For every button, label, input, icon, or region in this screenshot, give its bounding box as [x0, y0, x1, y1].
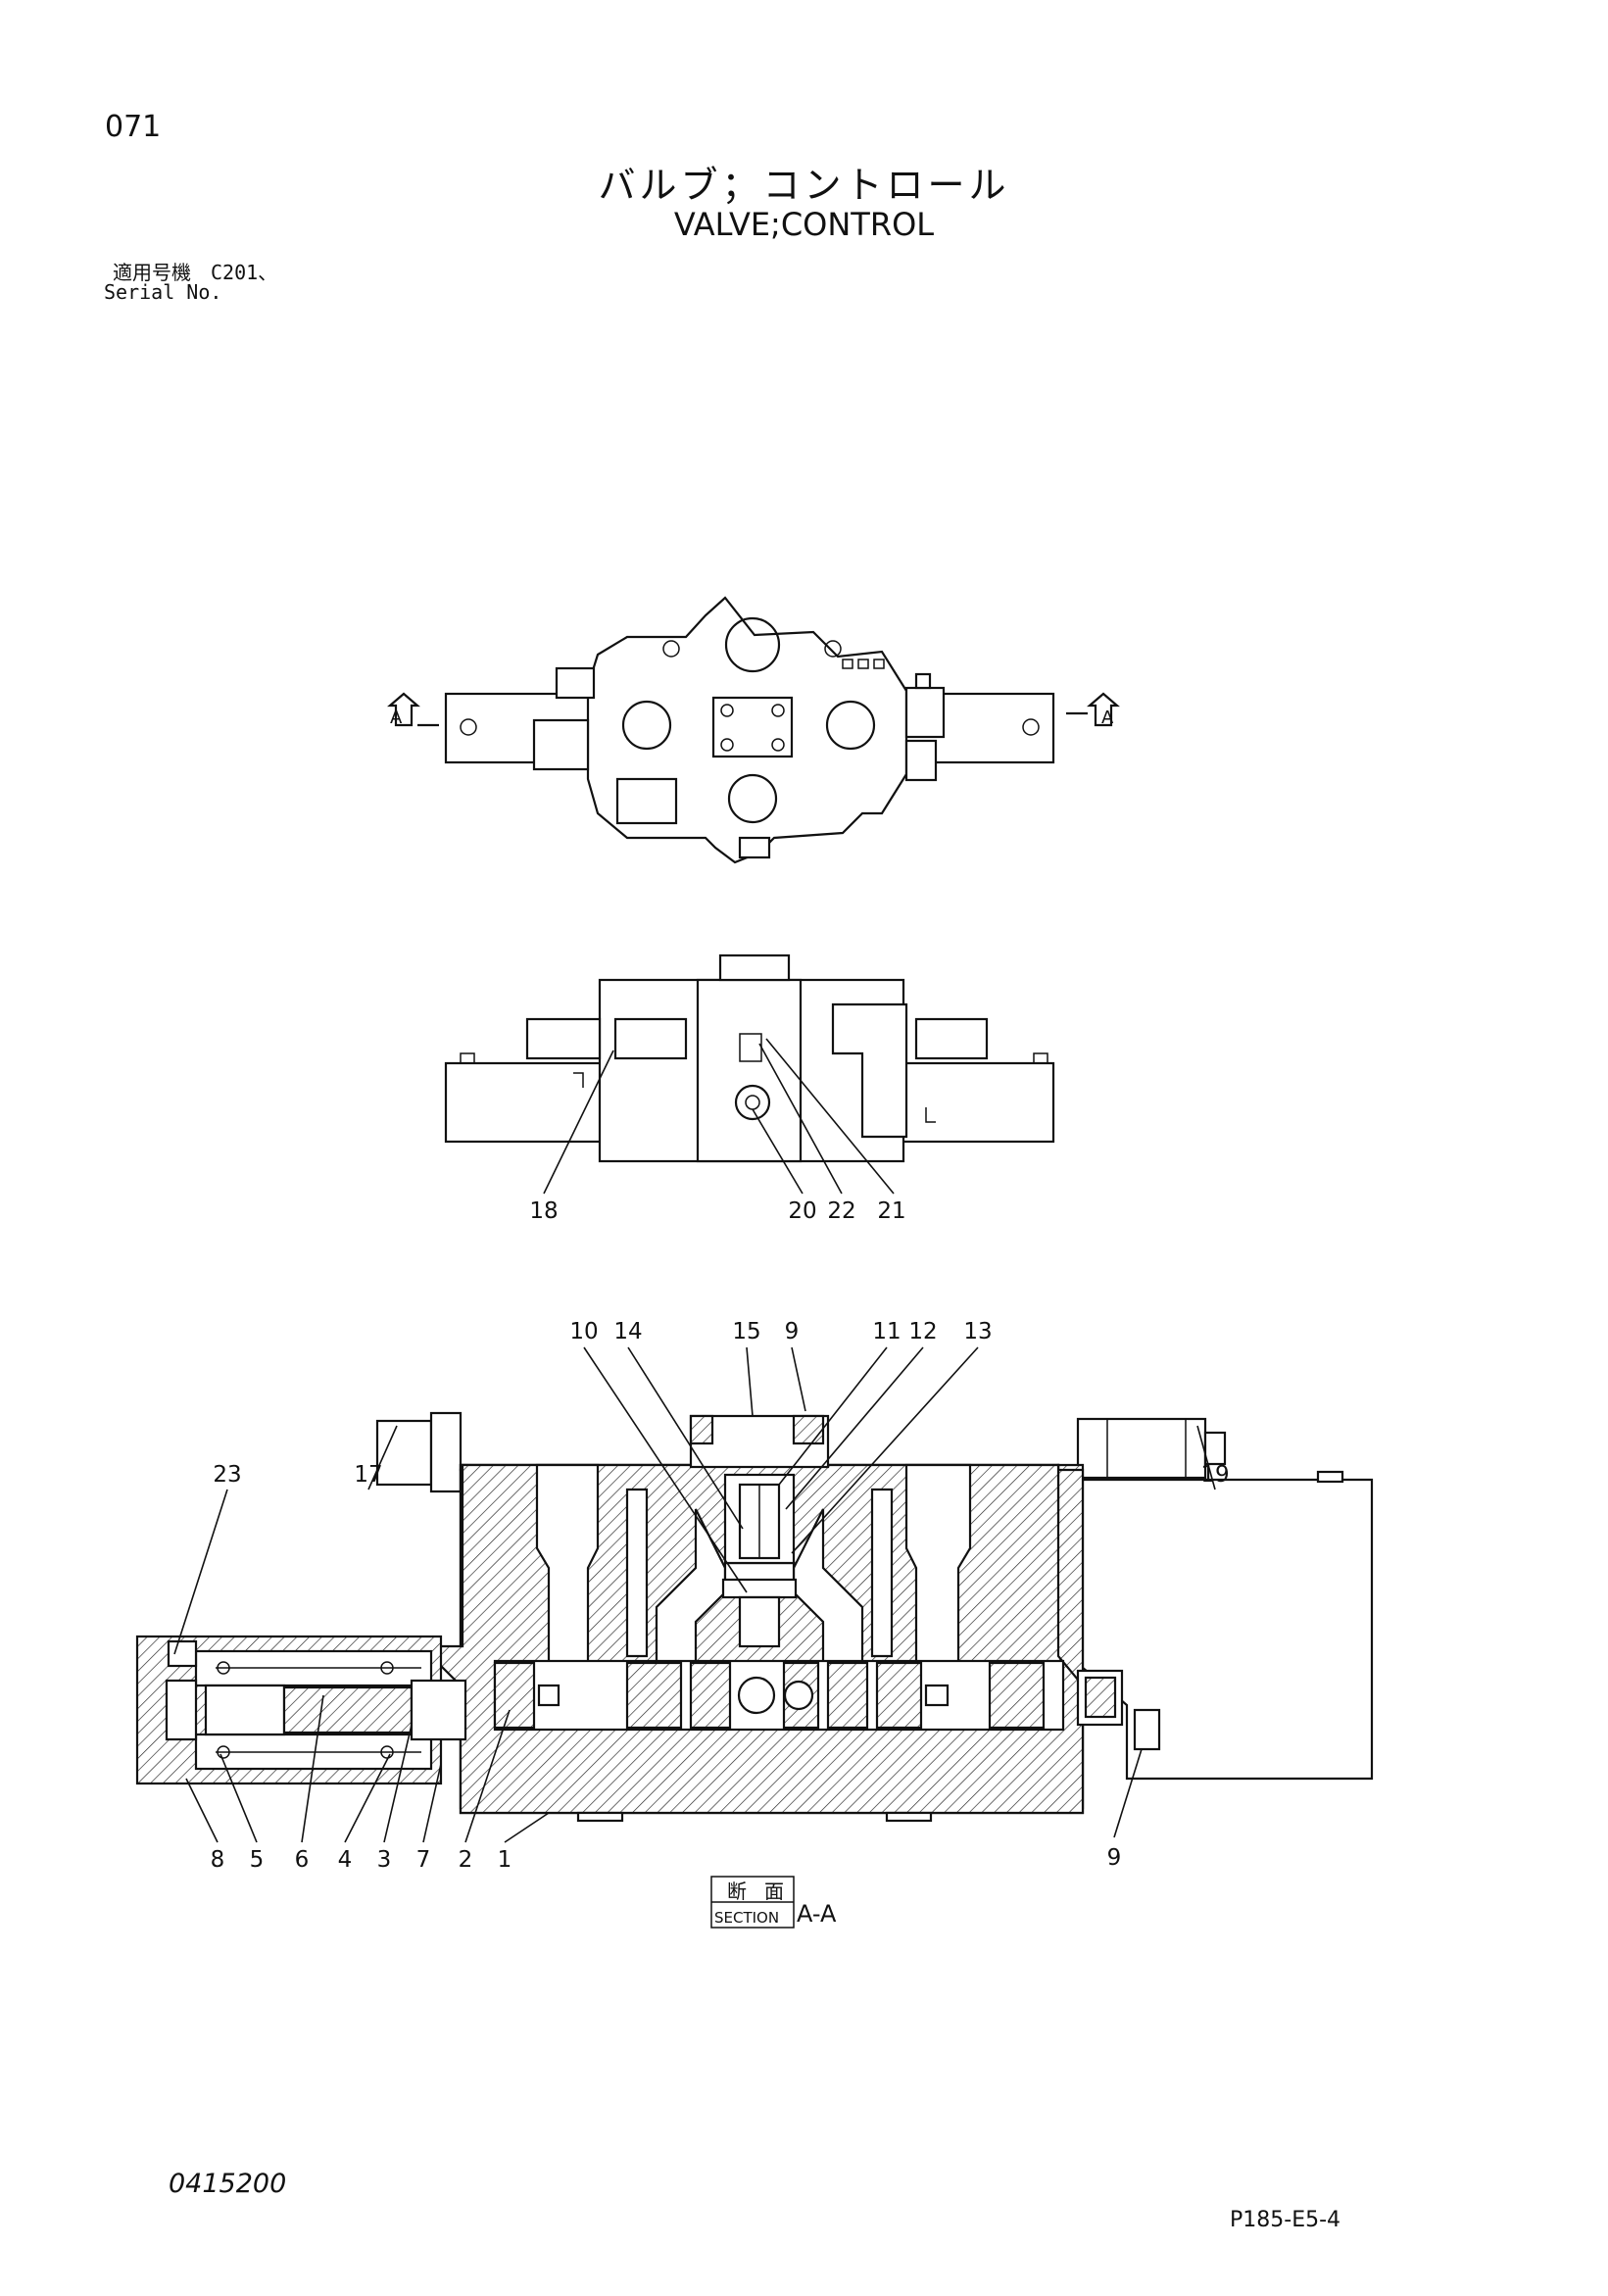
callout-4: 4 — [338, 1847, 353, 1873]
page-code: P185-E5-4 — [1230, 2208, 1341, 2232]
document-code: 0415200 — [169, 2169, 287, 2199]
callout-8: 8 — [211, 1847, 225, 1873]
callout-5: 5 — [250, 1847, 265, 1873]
section-label: 断 面 SECTION A-A — [710, 1876, 837, 1929]
callout-3: 3 — [377, 1847, 392, 1873]
callout-2: 2 — [459, 1847, 473, 1873]
svg-text:面: 面 — [764, 1880, 784, 1903]
callout-15: 15 — [732, 1319, 760, 1344]
callout-23: 23 — [213, 1462, 241, 1488]
callout-10: 10 — [569, 1319, 598, 1344]
callout-14: 14 — [613, 1319, 642, 1344]
view-marker-right: A — [1066, 692, 1120, 728]
top-view: A A — [387, 596, 1120, 864]
callout-6: 6 — [295, 1847, 310, 1873]
view-marker-left: A — [387, 692, 439, 728]
serial-number-label: Serial No. — [104, 280, 222, 304]
svg-text:A-A: A-A — [797, 1900, 837, 1928]
callout-12: 12 — [908, 1319, 937, 1344]
svg-text:A: A — [390, 708, 403, 728]
title-english: VALVE;CONTROL — [673, 206, 935, 243]
callout-22: 22 — [827, 1198, 855, 1224]
section-view — [135, 1411, 1374, 1823]
callout-11: 11 — [872, 1319, 901, 1344]
svg-text:断: 断 — [727, 1880, 747, 1903]
callout-7: 7 — [416, 1847, 431, 1873]
callout-19: 19 — [1200, 1462, 1229, 1488]
callout-13: 13 — [963, 1319, 992, 1344]
callout-21: 21 — [877, 1198, 905, 1224]
callout-9-top: 9 — [785, 1319, 800, 1344]
svg-text:SECTION: SECTION — [714, 1909, 779, 1927]
callout-17: 17 — [354, 1462, 382, 1488]
callout-9-bottom: 9 — [1107, 1845, 1122, 1871]
callout-18: 18 — [529, 1198, 558, 1224]
callout-20: 20 — [788, 1198, 816, 1224]
title-japanese: バルブ；コントロール — [598, 164, 1010, 207]
applicable-model-label: 適用号機 C201、 — [113, 261, 278, 284]
callout-1: 1 — [498, 1847, 512, 1873]
side-view — [444, 953, 1055, 1163]
page-number: 071 — [105, 110, 162, 144]
svg-text:A: A — [1101, 708, 1114, 728]
